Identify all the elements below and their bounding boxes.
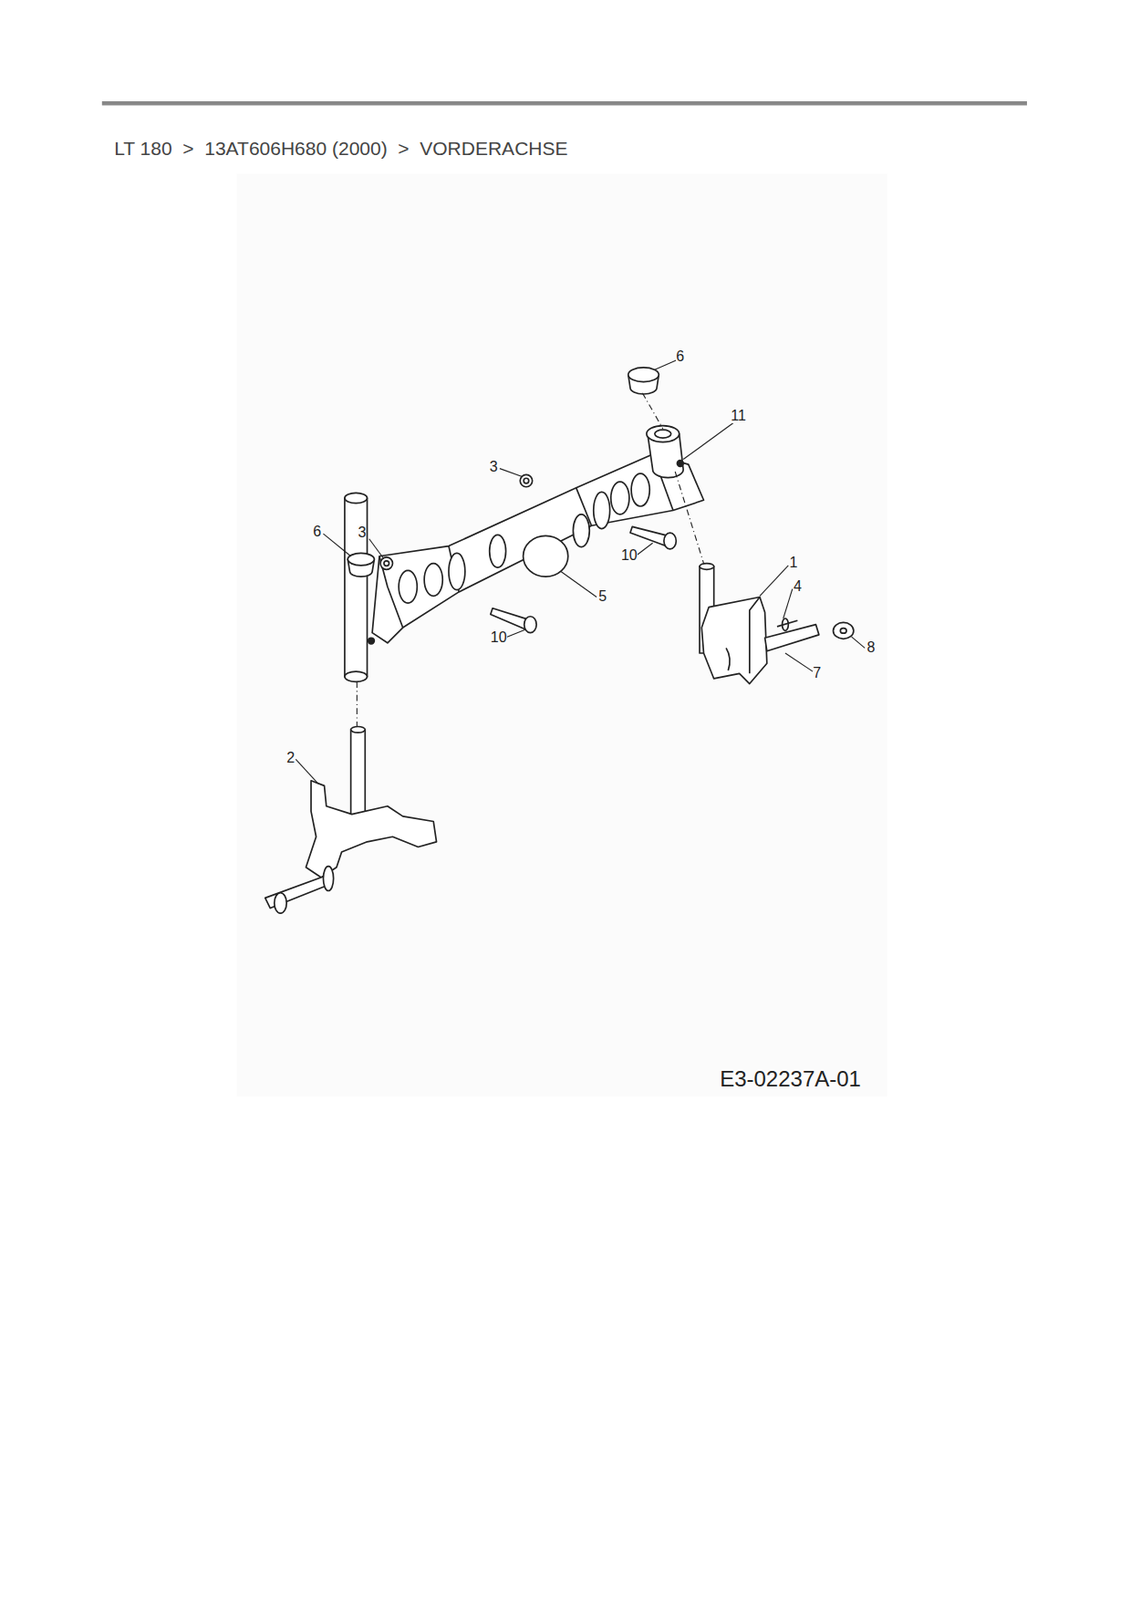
callout-number: 1 <box>788 555 798 571</box>
callout-number: 10 <box>490 630 508 645</box>
callout-number: 3 <box>357 525 366 540</box>
callout-number: 3 <box>489 459 499 475</box>
illustration-ground <box>236 173 887 1097</box>
callout-number: 11 <box>730 408 747 424</box>
callout-number: 6 <box>675 349 685 364</box>
callout-number: 10 <box>621 548 638 563</box>
header-rule <box>102 101 1028 105</box>
callout-number: 6 <box>312 524 322 540</box>
assembly-lines <box>356 393 704 727</box>
axle-drawing <box>265 367 854 914</box>
drawing-number: E3-02237A-01 <box>719 1068 862 1090</box>
callout-number: 5 <box>598 589 607 604</box>
breadcrumb-title: LT 180 > 13AT606H680 (2000) > VORDERACHS… <box>114 138 568 158</box>
callout-number: 8 <box>866 640 875 655</box>
callout-number: 4 <box>793 579 802 594</box>
callout-number: 7 <box>812 665 821 681</box>
callout-number: 2 <box>286 750 295 766</box>
leader-lines <box>295 359 865 784</box>
